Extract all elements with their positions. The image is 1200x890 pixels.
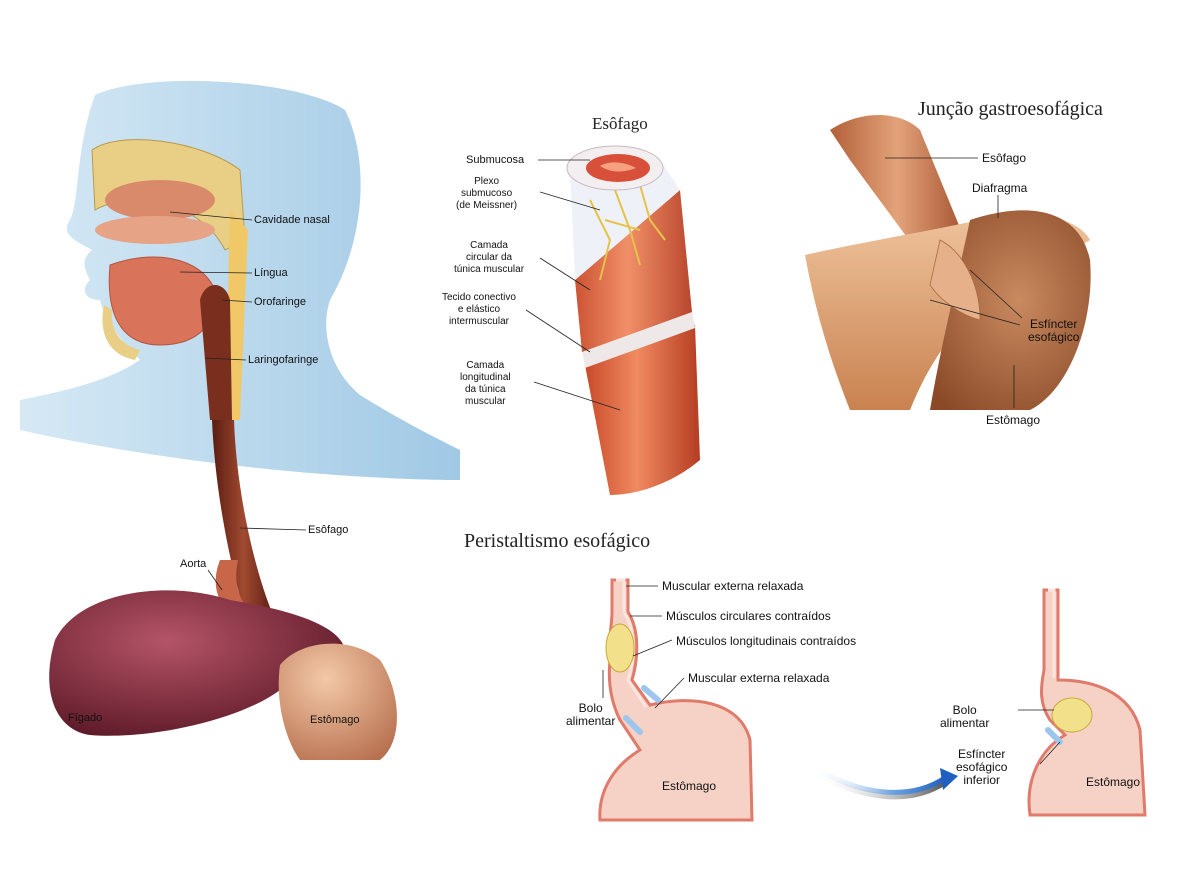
label-aorta: Aorta: [180, 558, 207, 570]
label-camada-circular: Camada circular da túnica muscular: [454, 240, 525, 275]
esophagus-section-title: Esôfago: [592, 114, 648, 133]
label-muscular-relaxada-1: Muscular externa relaxada: [662, 579, 804, 593]
label-estomago-head: Estômago: [310, 714, 360, 726]
label-tecido: Tecido conectivo e elástico intermuscula…: [442, 292, 516, 327]
label-esofago-head: Esôfago: [308, 524, 349, 536]
label-esofago-junction: Esôfago: [982, 151, 1027, 165]
junction-panel: Junção gastroesofágica: [790, 90, 1190, 440]
esophagus-tube-illustration: [525, 145, 700, 495]
label-esfincter: Esfíncter esofágico: [1028, 317, 1080, 344]
label-orofaringe: Orofaringe: [254, 296, 306, 308]
label-esfincter-inferior: Esfíncter esofágico inferior: [956, 747, 1008, 787]
head-neck-illustration: [20, 80, 460, 760]
junction-illustration: [805, 115, 1091, 410]
label-estomago-2: Estômago: [1086, 775, 1141, 789]
label-circulares: Músculos circulares contraídos: [666, 609, 831, 623]
head-neck-panel: Cavidade nasal Língua Orofaringe Laringo…: [0, 0, 470, 770]
label-camada-longitudinal: Camada longitudinal da túnica muscular: [460, 360, 511, 407]
label-muscular-relaxada-2: Muscular externa relaxada: [688, 671, 830, 685]
label-figado: Fígado: [68, 712, 103, 724]
esophagus-section-panel: Esôfago: [440, 90, 770, 510]
label-longitudinais: Músculos longitudinais contraídos: [676, 634, 857, 648]
label-laringofaringe: Laringofaringe: [248, 354, 319, 366]
label-plexo: Plexo submucoso (de Meissner): [456, 176, 518, 211]
label-lingua: Língua: [254, 267, 288, 279]
label-estomago-1: Estômago: [662, 779, 717, 793]
label-cavidade-nasal: Cavidade nasal: [254, 214, 330, 226]
label-estomago-junction: Estômago: [986, 413, 1041, 427]
peristalsis-title: Peristaltismo esofágico: [464, 530, 651, 552]
label-bolo-2: Bolo alimentar: [940, 703, 990, 730]
junction-title: Junção gastroesofágica: [918, 98, 1103, 120]
peristalsis-panel: Peristaltismo esofágico: [440, 520, 1190, 840]
label-bolo-1: Bolo alimentar: [566, 701, 616, 728]
label-submucosa: Submucosa: [466, 154, 525, 166]
peristalsis-illustration: [598, 578, 1147, 822]
label-diafragma: Diafragma: [972, 181, 1028, 195]
